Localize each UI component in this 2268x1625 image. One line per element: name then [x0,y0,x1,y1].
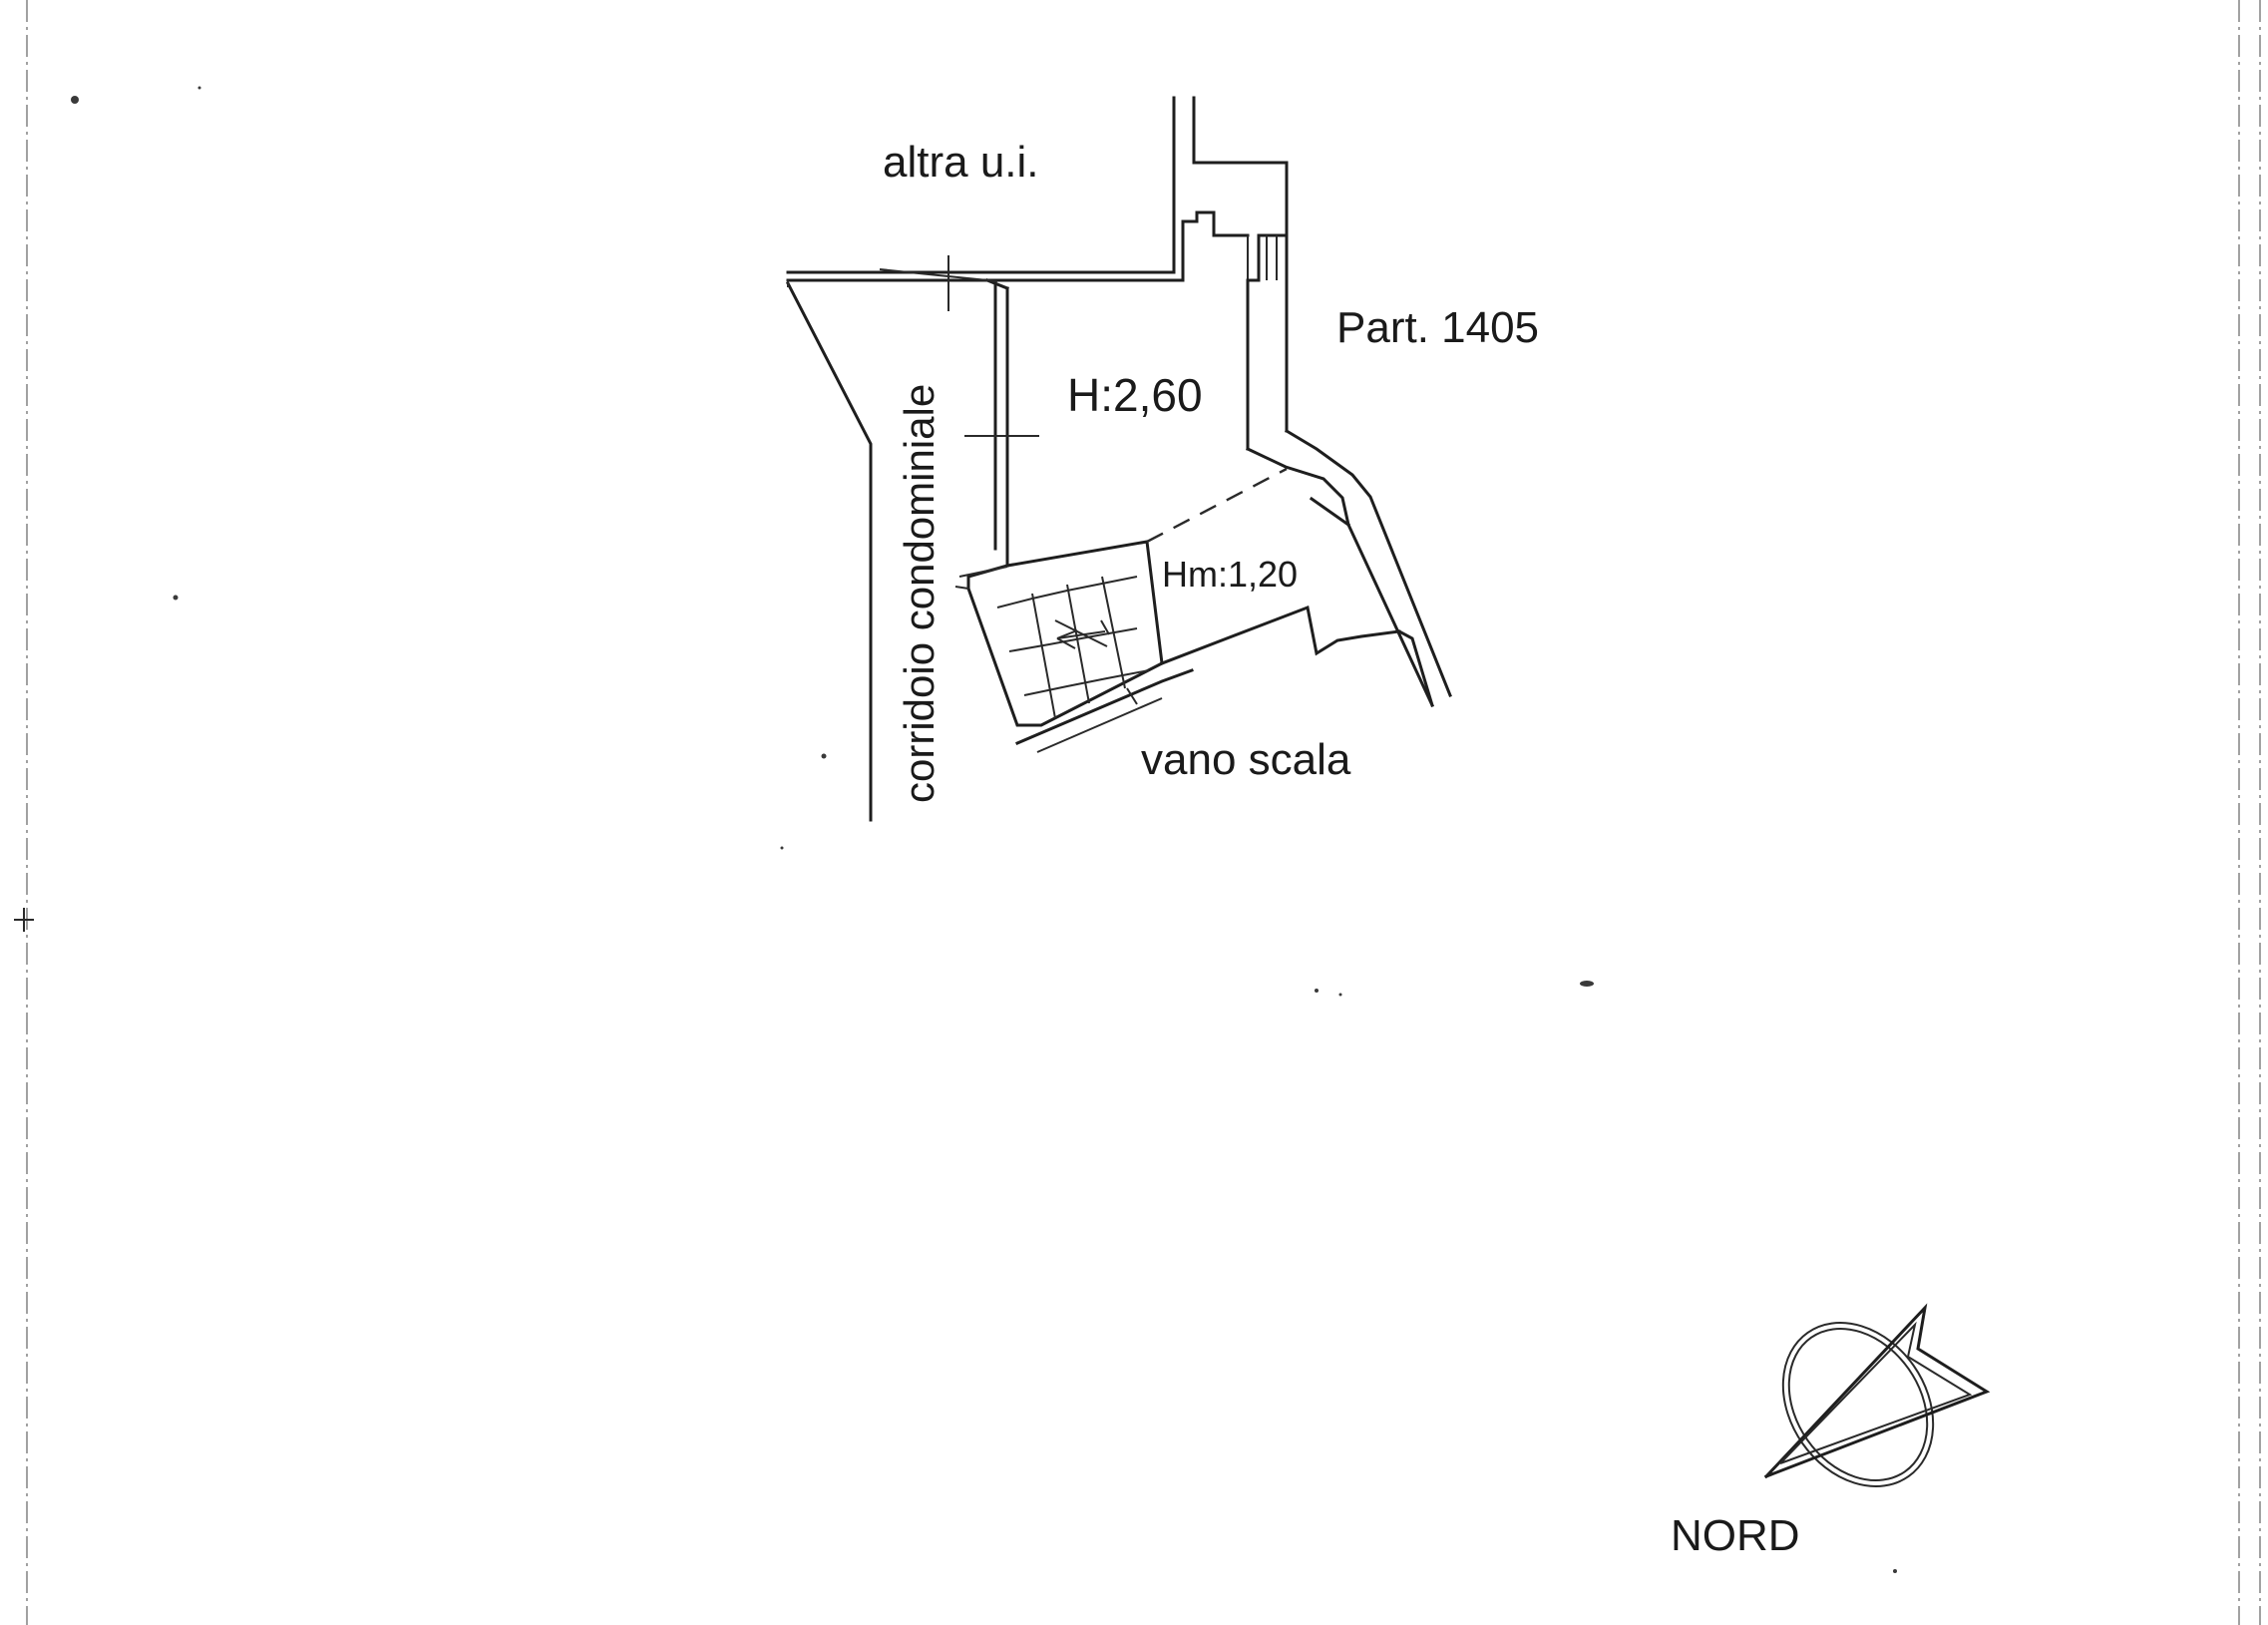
stairwell-label: vano scala [1141,735,1351,784]
mezzanine-height-label: Hm:1,20 [1162,554,1298,595]
north-label: NORD [1671,1511,1800,1560]
left-margin-tick [14,908,34,932]
neighbour-unit-label: altra u.i. [883,138,1039,187]
stair-treads [996,576,1150,719]
opening-ticks [879,255,1039,437]
scan-specks [71,86,1897,1573]
parcel-label: Part. 1405 [1336,303,1539,352]
corridor-label: corridoio condominiale [896,384,943,803]
corridor-walls [785,280,873,822]
north-arrow-icon [1763,1303,1991,1487]
wall-outline [786,96,1452,753]
room-height-label: H:2,60 [1067,369,1203,421]
mezzanine-edge [1146,467,1288,544]
